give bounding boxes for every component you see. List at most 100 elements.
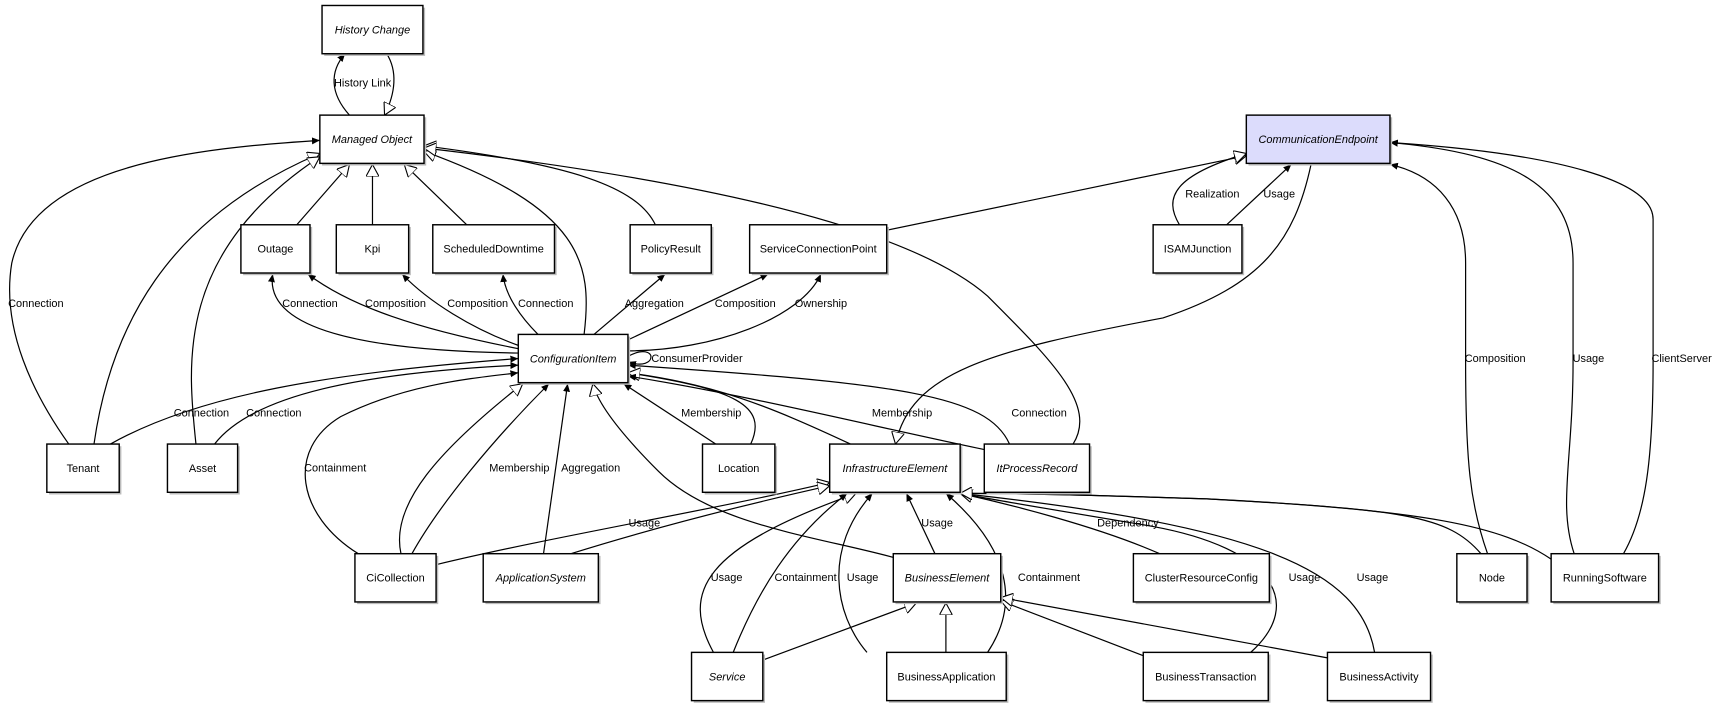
- generalization-BusinessActivity-to-BusinessElement: [1001, 598, 1328, 659]
- class-node-BusinessTransaction[interactable]: BusinessTransaction: [1142, 651, 1271, 703]
- class-node-ServiceConnectionPoint[interactable]: ServiceConnectionPoint: [748, 224, 889, 276]
- generalization-Service-to-InfrastructureElement: [699, 493, 856, 653]
- class-name: RunningSoftware: [1563, 573, 1647, 585]
- class-node-HistoryChange[interactable]: History Change: [321, 4, 426, 56]
- edge-label: Usage: [1263, 188, 1295, 200]
- association-BusinessApplication-to-InfrastructureElement: [838, 492, 873, 653]
- edge-label: Connection: [282, 298, 337, 310]
- class-node-ConfigurationItem[interactable]: ConfigurationItem: [517, 333, 631, 385]
- edge-label: Usage: [1289, 572, 1321, 584]
- generalization-ISAMJunction-to-CommunicationEndpoint: [1172, 153, 1247, 226]
- class-node-Kpi[interactable]: Kpi: [335, 224, 411, 276]
- association-Location-to-ConfigurationItem: [623, 383, 716, 445]
- generalization-CiCollection-to-ConfigurationItem: [399, 384, 522, 554]
- edge-label: Composition: [715, 298, 776, 310]
- association-CiCollection-to-ConfigurationItem: [304, 370, 519, 555]
- association-ConfigurationItem-to-Outage: [268, 274, 519, 354]
- class-node-Location[interactable]: Location: [701, 443, 778, 495]
- generalization-ClusterResourceConfig-to-InfrastructureElement: [960, 493, 1160, 555]
- class-node-ApplicationSystem[interactable]: ApplicationSystem: [482, 552, 601, 605]
- edge-label: Membership: [872, 408, 932, 420]
- class-name: Location: [718, 463, 759, 475]
- class-node-BusinessActivity[interactable]: BusinessActivity: [1326, 651, 1433, 703]
- generalization-BusinessTransaction-to-BusinessElement: [1001, 601, 1144, 657]
- edge-label: Usage: [921, 517, 953, 529]
- class-node-CiCollection[interactable]: CiCollection: [354, 552, 439, 605]
- class-node-RunningSoftware[interactable]: RunningSoftware: [1550, 552, 1661, 605]
- class-node-ManagedObject[interactable]: Managed Object: [319, 114, 427, 166]
- class-node-Tenant[interactable]: Tenant: [46, 443, 122, 495]
- class-name: Kpi: [365, 244, 381, 256]
- generalization-InfrastructureElement-to-ConfigurationItem: [628, 373, 851, 445]
- association-ConfigurationItem-to-PolicyResult: [593, 273, 666, 335]
- class-name: BusinessActivity: [1339, 671, 1419, 683]
- generalization-ServiceConnectionPoint-to-CommunicationEndpoint: [886, 156, 1247, 231]
- class-name: Outage: [257, 244, 293, 256]
- edge-label: Aggregation: [625, 298, 684, 310]
- association-ItProcessRecord-to-ConfigurationItem: [627, 362, 1011, 445]
- association-ConfigurationItem-to-Outage: [307, 273, 519, 350]
- association-CiCollection-to-ConfigurationItem: [411, 383, 550, 554]
- generalization-Service-to-BusinessElement: [762, 603, 916, 661]
- edge-label: Containment: [775, 572, 837, 584]
- class-name: ServiceConnectionPoint: [760, 244, 877, 256]
- association-BusinessTransaction-to-InfrastructureElement: [960, 491, 1277, 653]
- edge-label: History Link: [334, 78, 392, 90]
- class-node-PolicyResult[interactable]: PolicyResult: [629, 224, 714, 276]
- class-node-Service[interactable]: Service: [690, 651, 765, 703]
- edge-label: Connection: [246, 408, 301, 420]
- edge-label: Membership: [489, 462, 549, 474]
- edge-label: Composition: [447, 298, 508, 310]
- class-node-ISAMJunction[interactable]: ISAMJunction: [1152, 224, 1245, 276]
- class-name: Service: [709, 671, 746, 683]
- association-ItProcessRecord-to-ConfigurationItem: [627, 373, 985, 451]
- class-name: Asset: [189, 463, 216, 475]
- association-ConfigurationItem-to-Kpi: [401, 273, 519, 346]
- edge-label: ConsumerProvider: [651, 353, 743, 365]
- generalization-ApplicationSystem-to-InfrastructureElement: [570, 486, 830, 555]
- class-node-Asset[interactable]: Asset: [166, 443, 240, 495]
- class-node-BusinessElement[interactable]: BusinessElement: [892, 552, 1003, 605]
- class-node-ScheduledDowntime[interactable]: ScheduledDowntime: [432, 224, 557, 276]
- association-BusinessActivity-to-InfrastructureElement: [960, 490, 1376, 653]
- association-RunningSoftware-to-CommunicationEndpoint: [1389, 139, 1575, 554]
- edge-label: Membership: [681, 408, 741, 420]
- class-node-CommunicationEndpoint[interactable]: CommunicationEndpoint: [1245, 114, 1393, 166]
- association-ConfigurationItem-to-ServiceConnectionPoint: [627, 273, 822, 352]
- edge-label: Usage: [847, 572, 879, 584]
- edge-label: Connection: [8, 298, 63, 310]
- generalization-ScheduledDowntime-to-ManagedObject: [404, 164, 468, 226]
- generalization-BusinessElement-to-ConfigurationItem: [593, 384, 901, 560]
- class-name: Node: [1479, 573, 1505, 585]
- edge-label: Containment: [1018, 572, 1080, 584]
- edge-label: Connection: [174, 408, 229, 420]
- generalization-ItProcessRecord-to-ManagedObject: [424, 148, 1081, 445]
- edge-label: Composition: [365, 298, 426, 310]
- generalization-RunningSoftware-to-InfrastructureElement: [960, 493, 1552, 560]
- class-node-InfrastructureElement[interactable]: InfrastructureElement: [828, 443, 963, 495]
- association-BusinessElement-to-InfrastructureElement: [905, 493, 936, 554]
- class-name: ScheduledDowntime: [443, 244, 543, 256]
- class-name: PolicyResult: [641, 244, 701, 256]
- association-ConfigurationItem-to-ServiceConnectionPoint: [627, 273, 769, 341]
- class-node-ClusterResourceConfig[interactable]: ClusterResourceConfig: [1132, 552, 1272, 605]
- class-node-BusinessApplication[interactable]: BusinessApplication: [885, 651, 1009, 703]
- class-name: Managed Object: [332, 134, 413, 146]
- edge-label: ClientServer: [1651, 353, 1712, 365]
- association-ConfigurationItem-to-ScheduledDowntime: [500, 274, 539, 335]
- class-node-ItProcessRecord[interactable]: ItProcessRecord: [983, 443, 1092, 495]
- generalization-CommunicationEndpoint-to-InfrastructureElement: [895, 164, 1312, 444]
- edge-label: Composition: [1465, 353, 1526, 365]
- association-Tenant-to-ManagedObject: [9, 137, 320, 445]
- class-name: CommunicationEndpoint: [1258, 134, 1378, 146]
- edge-label: Usage: [1357, 572, 1389, 584]
- class-name: ApplicationSystem: [495, 573, 586, 585]
- generalization-PolicyResult-to-ManagedObject: [424, 146, 656, 226]
- association-ISAMJunction-to-CommunicationEndpoint: [1226, 164, 1292, 226]
- association-Tenant-to-ConfigurationItem: [110, 355, 519, 445]
- association-Node-to-CommunicationEndpoint: [1389, 162, 1489, 554]
- class-node-Outage[interactable]: Outage: [240, 224, 313, 276]
- class-node-Node[interactable]: Node: [1456, 552, 1530, 605]
- edge-label: Ownership: [795, 298, 847, 310]
